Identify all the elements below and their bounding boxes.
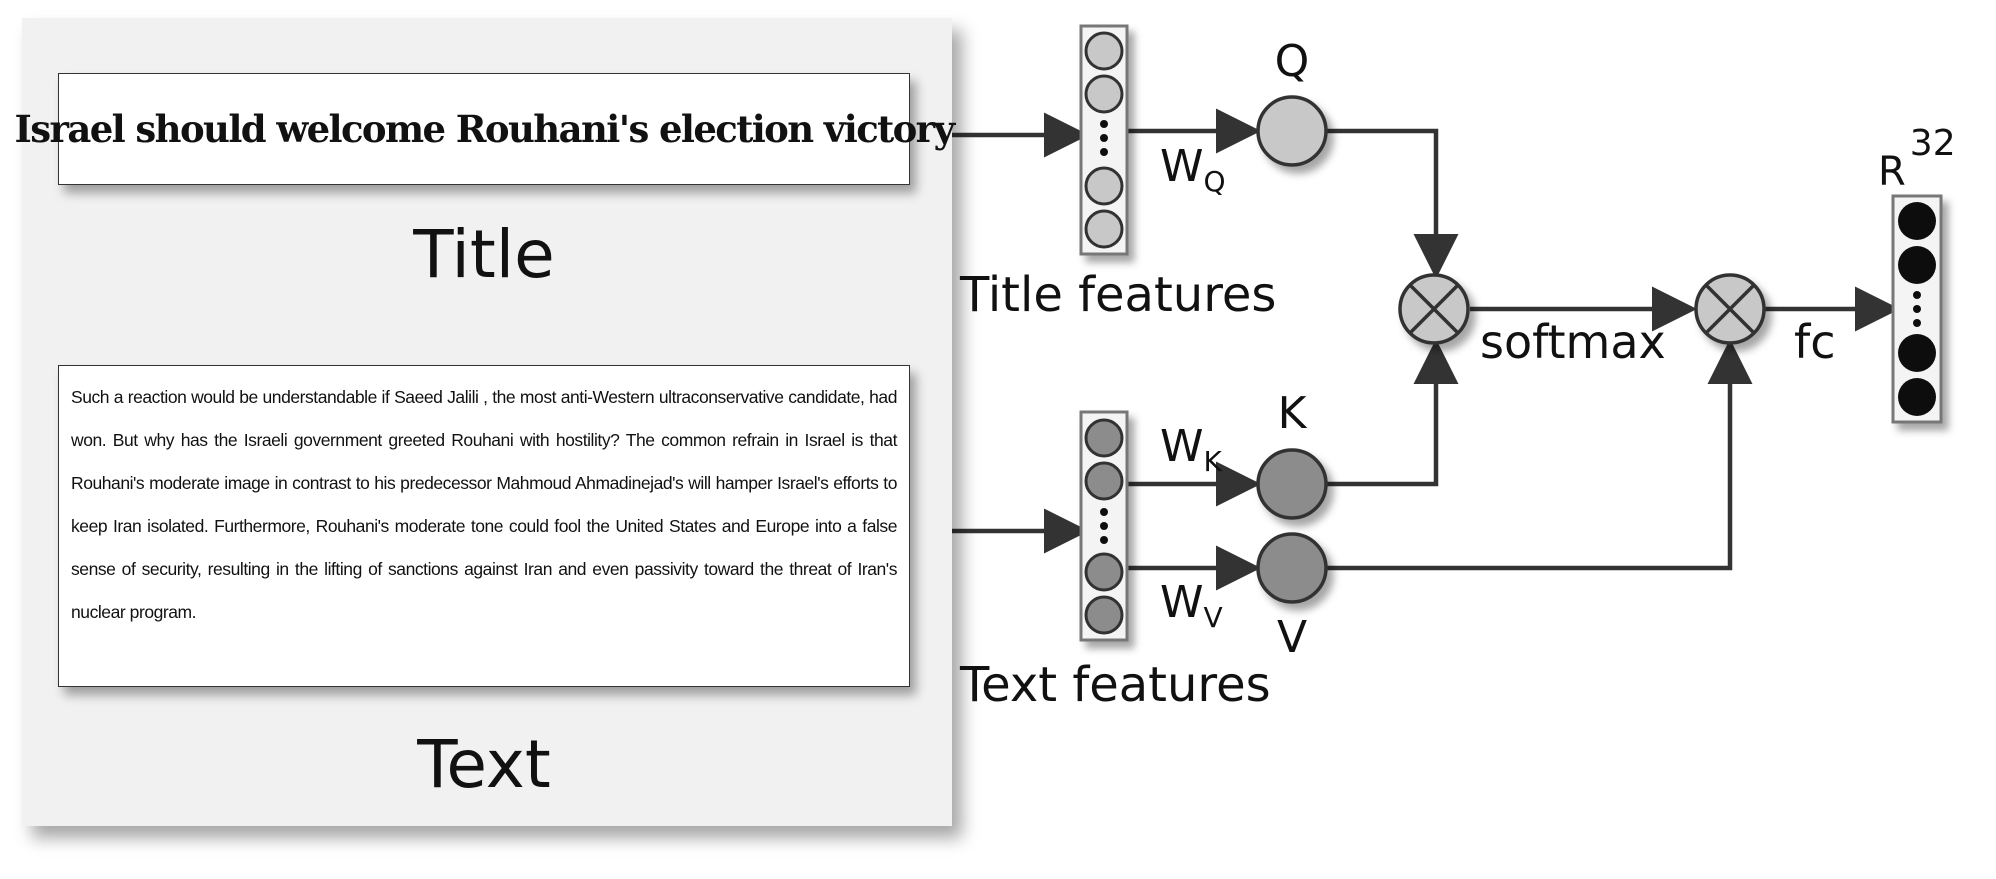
q-label: Q <box>1275 36 1310 87</box>
v-node <box>1256 532 1328 604</box>
title-feature-node <box>1084 166 1124 206</box>
ellipsis-dot <box>1100 120 1108 128</box>
wv-label: WV <box>1160 577 1223 634</box>
output-node <box>1898 378 1936 416</box>
q-node <box>1256 95 1328 167</box>
output-base: R <box>1878 149 1906 195</box>
title-features-label: Title features <box>959 267 1276 323</box>
output-node <box>1898 246 1936 284</box>
ellipsis-dot <box>1913 319 1921 327</box>
wq-letter: W <box>1160 141 1204 192</box>
output-exponent: 32 <box>1910 123 1956 164</box>
ellipsis-dot <box>1100 134 1108 142</box>
wk-label: WK <box>1160 421 1223 478</box>
output-node <box>1898 202 1936 240</box>
title-feature-node <box>1084 74 1124 114</box>
title-feature-node <box>1084 209 1124 249</box>
news-title: Israel should welcome Rouhani's election… <box>14 107 956 151</box>
multiply-circle-icon <box>1694 273 1766 345</box>
output-vector <box>1891 194 1943 424</box>
text-feature-node <box>1084 461 1124 501</box>
text-feature-node <box>1084 595 1124 635</box>
k-label: K <box>1278 388 1308 439</box>
text-feature-vector <box>1079 410 1129 642</box>
arrow-v-to-multiply <box>1326 339 1753 571</box>
wk-letter: W <box>1160 421 1204 472</box>
arrow-k-to-multiply <box>1326 339 1459 487</box>
text-features-label: Text features <box>959 657 1271 713</box>
text-feature-node <box>1084 418 1124 458</box>
k-node <box>1256 448 1328 520</box>
wv-subscript: V <box>1204 601 1223 634</box>
connectors <box>952 108 1900 591</box>
ellipsis-dot <box>1100 148 1108 156</box>
wk-subscript: K <box>1204 445 1223 478</box>
text-feature-node <box>1084 552 1124 592</box>
title-feature-vector <box>1079 24 1129 256</box>
news-text-box: Such a reaction would be understandable … <box>58 365 910 687</box>
output-space-label: R32 <box>1878 123 1956 195</box>
multiply-circle-icon <box>1398 273 1470 345</box>
softmax-label: softmax <box>1480 315 1666 369</box>
ellipsis-dot <box>1913 305 1921 313</box>
arrow-q-to-multiply <box>1326 128 1459 279</box>
ellipsis-dot <box>1913 291 1921 299</box>
wq-subscript: Q <box>1204 165 1226 198</box>
news-title-box: Israel should welcome Rouhani's election… <box>15 73 955 185</box>
title-caption: Title <box>413 216 555 293</box>
ellipsis-dot <box>1100 522 1108 530</box>
fc-label: fc <box>1794 315 1836 369</box>
title-feature-node <box>1084 31 1124 71</box>
news-body: Such a reaction would be understandable … <box>71 387 897 622</box>
ellipsis-dot <box>1100 536 1108 544</box>
text-caption: Text <box>417 726 551 803</box>
ellipsis-dot <box>1100 508 1108 516</box>
wq-label: WQ <box>1160 141 1226 198</box>
wv-letter: W <box>1160 577 1204 628</box>
v-label: V <box>1277 612 1307 663</box>
output-node <box>1898 334 1936 372</box>
